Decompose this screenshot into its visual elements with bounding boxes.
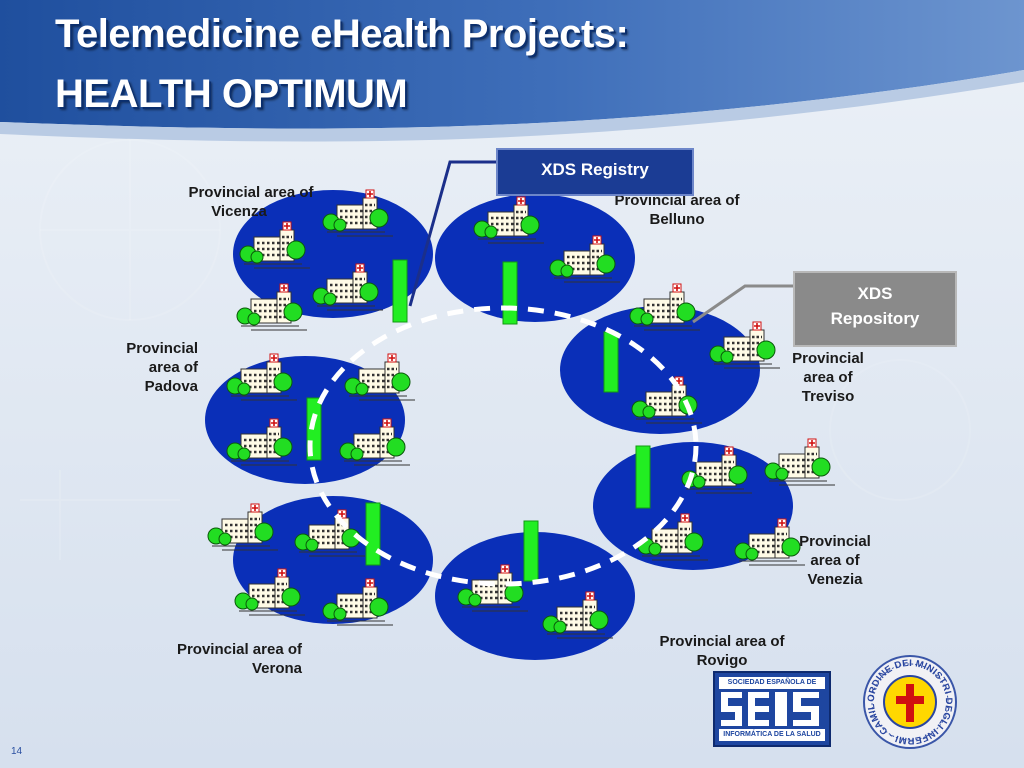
page-number: 14 xyxy=(11,746,23,757)
slide-title-line-2: HEALTH OPTIMUM xyxy=(55,72,408,116)
seis-logo: SOCIEDAD ESPAÑOLA DE INFORMÁTICA DE LA S… xyxy=(713,671,831,747)
camilliani-seal: ORDINE DEI MINISTRI DEGLI INFERMI - CAMI… xyxy=(862,654,957,749)
area-label-verona: Provincial area of Verona xyxy=(176,641,302,677)
seis-logo-bottom-text: INFORMÁTICA DE LA SALUD xyxy=(719,729,825,741)
area-label-venezia: Provincial area of Venezia xyxy=(799,533,871,588)
xds-repository-line-1: XDS xyxy=(857,284,893,303)
repository-link xyxy=(692,284,793,324)
xds-repository-box: XDS Repository xyxy=(793,271,957,347)
area-label-belluno: Provincial area of Belluno xyxy=(614,192,740,228)
xds-registry-box: XDS Registry xyxy=(496,148,694,196)
regional-network-ring xyxy=(307,305,699,587)
area-label-treviso: Provincial area of Treviso xyxy=(792,350,864,405)
xds-repository-line-2: Repository xyxy=(830,309,920,328)
area-label-vicenza: Provincial area of Vicenza xyxy=(188,184,314,220)
seis-logo-mark xyxy=(721,692,823,726)
registry-link xyxy=(408,160,496,307)
network-connectors xyxy=(306,259,651,582)
seis-logo-top-text: SOCIEDAD ESPAÑOLA DE xyxy=(719,677,825,689)
area-label-padova: Provincial area of Padova xyxy=(126,340,198,395)
area-label-rovigo: Provincial area of Rovigo xyxy=(659,633,785,669)
slide-title-line-1: Telemedicine eHealth Projects: xyxy=(55,12,629,56)
